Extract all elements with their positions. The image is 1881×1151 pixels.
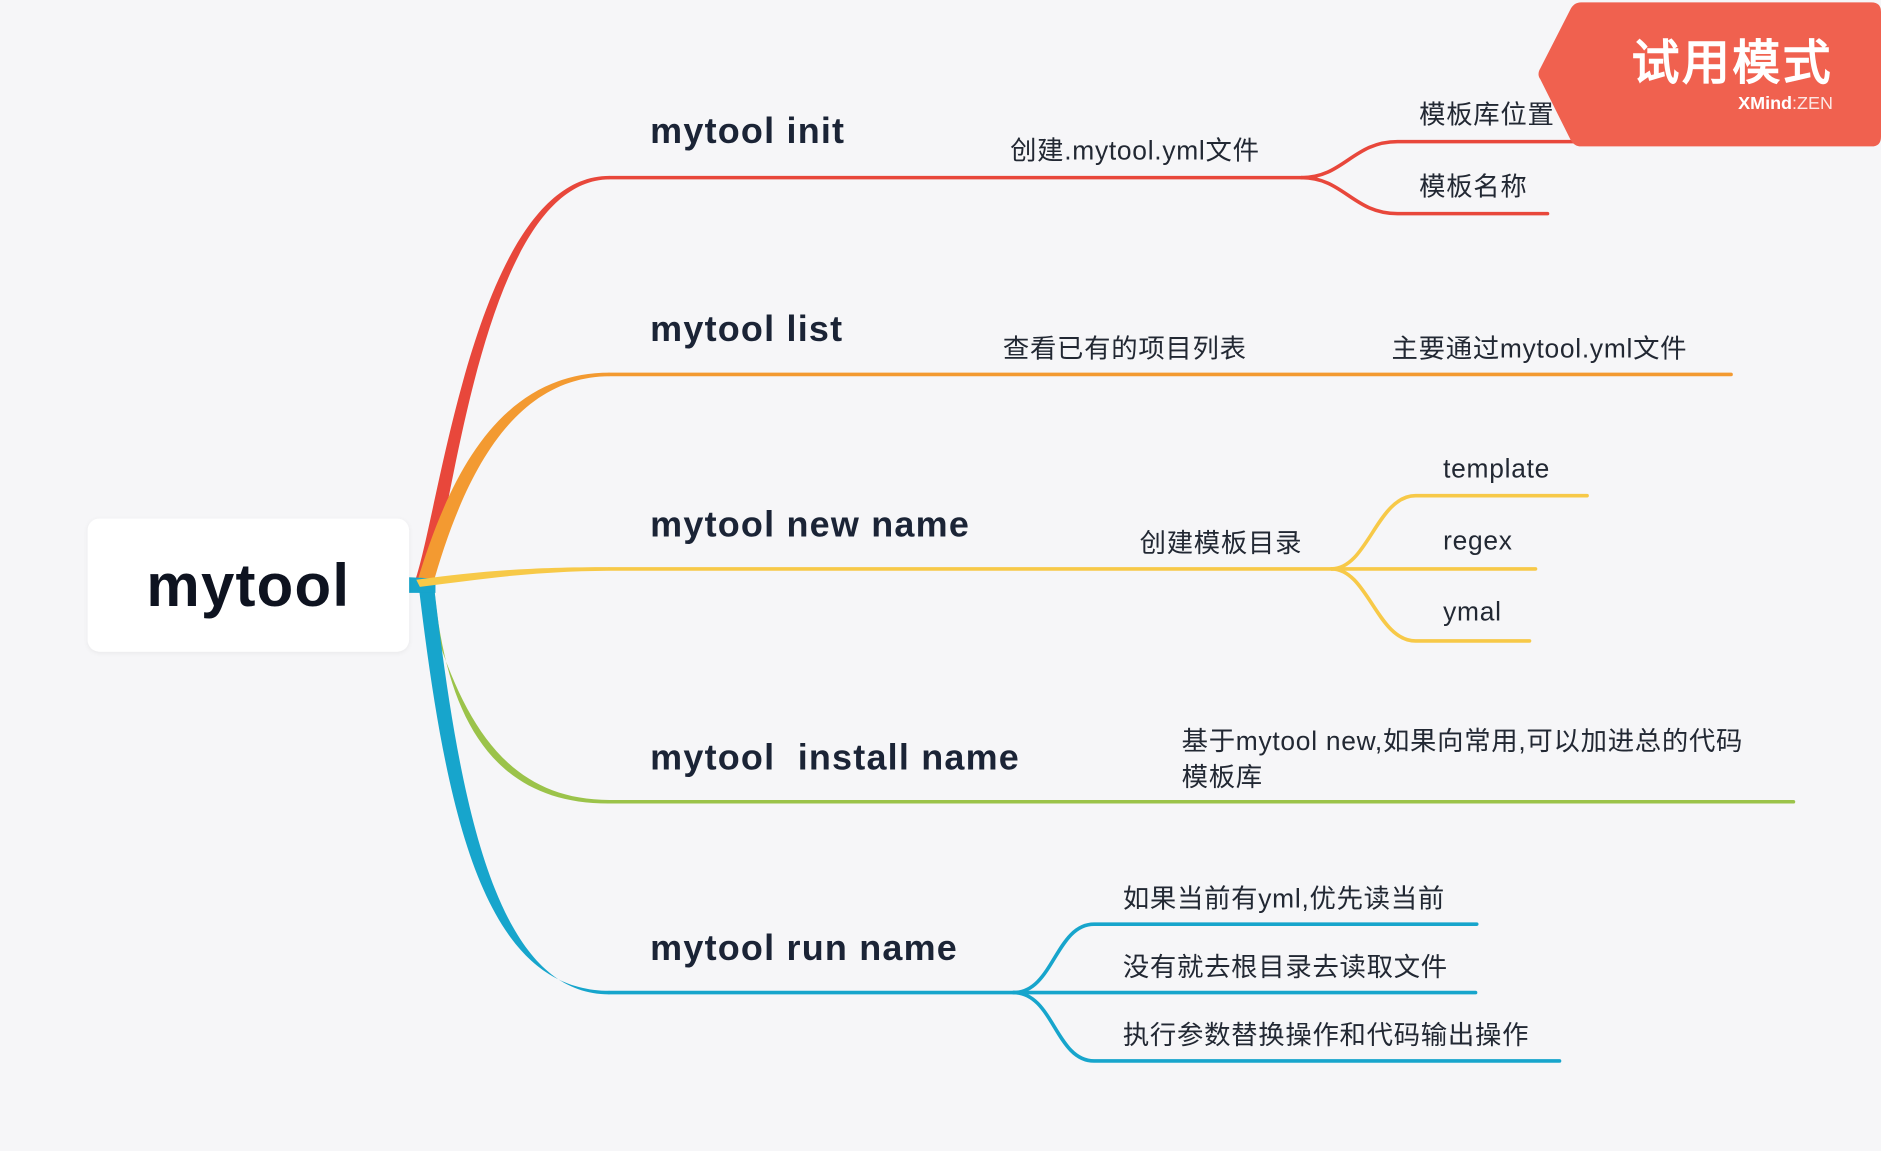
root-node-box: [87, 518, 410, 652]
connector-root-new: [416, 567, 610, 587]
connector-run-read-current: [1011, 922, 1479, 995]
connector-new-template: [1329, 493, 1589, 571]
watermark-brand-line: XMind:ZEN: [1738, 93, 1833, 113]
watermark-title: 试用模式: [1632, 37, 1833, 90]
topic-mytool-run: mytool run name: [650, 927, 958, 968]
subtopic-replace-output: 执行参数替换操作和代码输出操作: [1123, 1020, 1529, 1050]
trial-watermark: 试用模式 XMind:ZEN: [1538, 2, 1881, 147]
watermark-edition: :ZEN: [1792, 93, 1833, 113]
subtopic-read-root: 没有就去根目录去读取文件: [1123, 952, 1448, 982]
subtopic-create-yml: 创建.mytool.yml文件: [1010, 136, 1260, 166]
watermark-brand: XMind: [1738, 93, 1792, 113]
subtopic-create-template-dir: 创建模板目录: [1140, 528, 1303, 558]
branch-install: mytool install name 基于mytool new,如果向常用,可…: [422, 585, 1796, 804]
connector-root-list: [417, 372, 610, 589]
root-node: mytool: [87, 518, 410, 652]
subtopic-install-desc-line2: 模板库: [1182, 762, 1263, 792]
topic-mytool-install: mytool install name: [650, 736, 1020, 777]
subtopic-template-location: 模板库位置: [1419, 100, 1554, 130]
root-node-label: mytool: [146, 552, 350, 619]
subtopic-regex: regex: [1443, 526, 1513, 556]
subtopic-install-desc-line1: 基于mytool new,如果向常用,可以加进总的代码: [1182, 726, 1744, 756]
branch-init: mytool init 创建.mytool.yml文件 模板库位置 模板名称: [415, 100, 1576, 586]
branch-run: mytool run name 如果当前有yml,优先读当前 没有就去根目录去读…: [409, 577, 1562, 1063]
connector-root-install: [422, 585, 610, 804]
watermark-badge: [1538, 2, 1881, 147]
connector-init-template-location: [1299, 139, 1576, 180]
topic-mytool-list: mytool list: [650, 308, 843, 349]
connector-new-ymal: [1329, 567, 1532, 643]
connector-init-template-name: [1299, 175, 1550, 216]
branch-new: mytool new name 创建模板目录 template regex ym…: [416, 454, 1589, 643]
subtopic-template: template: [1443, 454, 1550, 484]
subtopic-via-yml: 主要通过mytool.yml文件: [1392, 334, 1688, 364]
connector-root-run: [418, 585, 610, 995]
subtopic-ymal: ymal: [1443, 597, 1502, 627]
subtopic-view-projects: 查看已有的项目列表: [1003, 334, 1247, 364]
subtopic-template-name: 模板名称: [1419, 172, 1527, 202]
connector-run-replace-output: [1011, 990, 1562, 1063]
branch-list: mytool list 查看已有的项目列表 主要通过mytool.yml文件: [417, 308, 1733, 589]
topic-mytool-init: mytool init: [650, 110, 845, 151]
subtopic-read-current: 如果当前有yml,优先读当前: [1123, 883, 1445, 913]
topic-mytool-new: mytool new name: [650, 503, 970, 544]
